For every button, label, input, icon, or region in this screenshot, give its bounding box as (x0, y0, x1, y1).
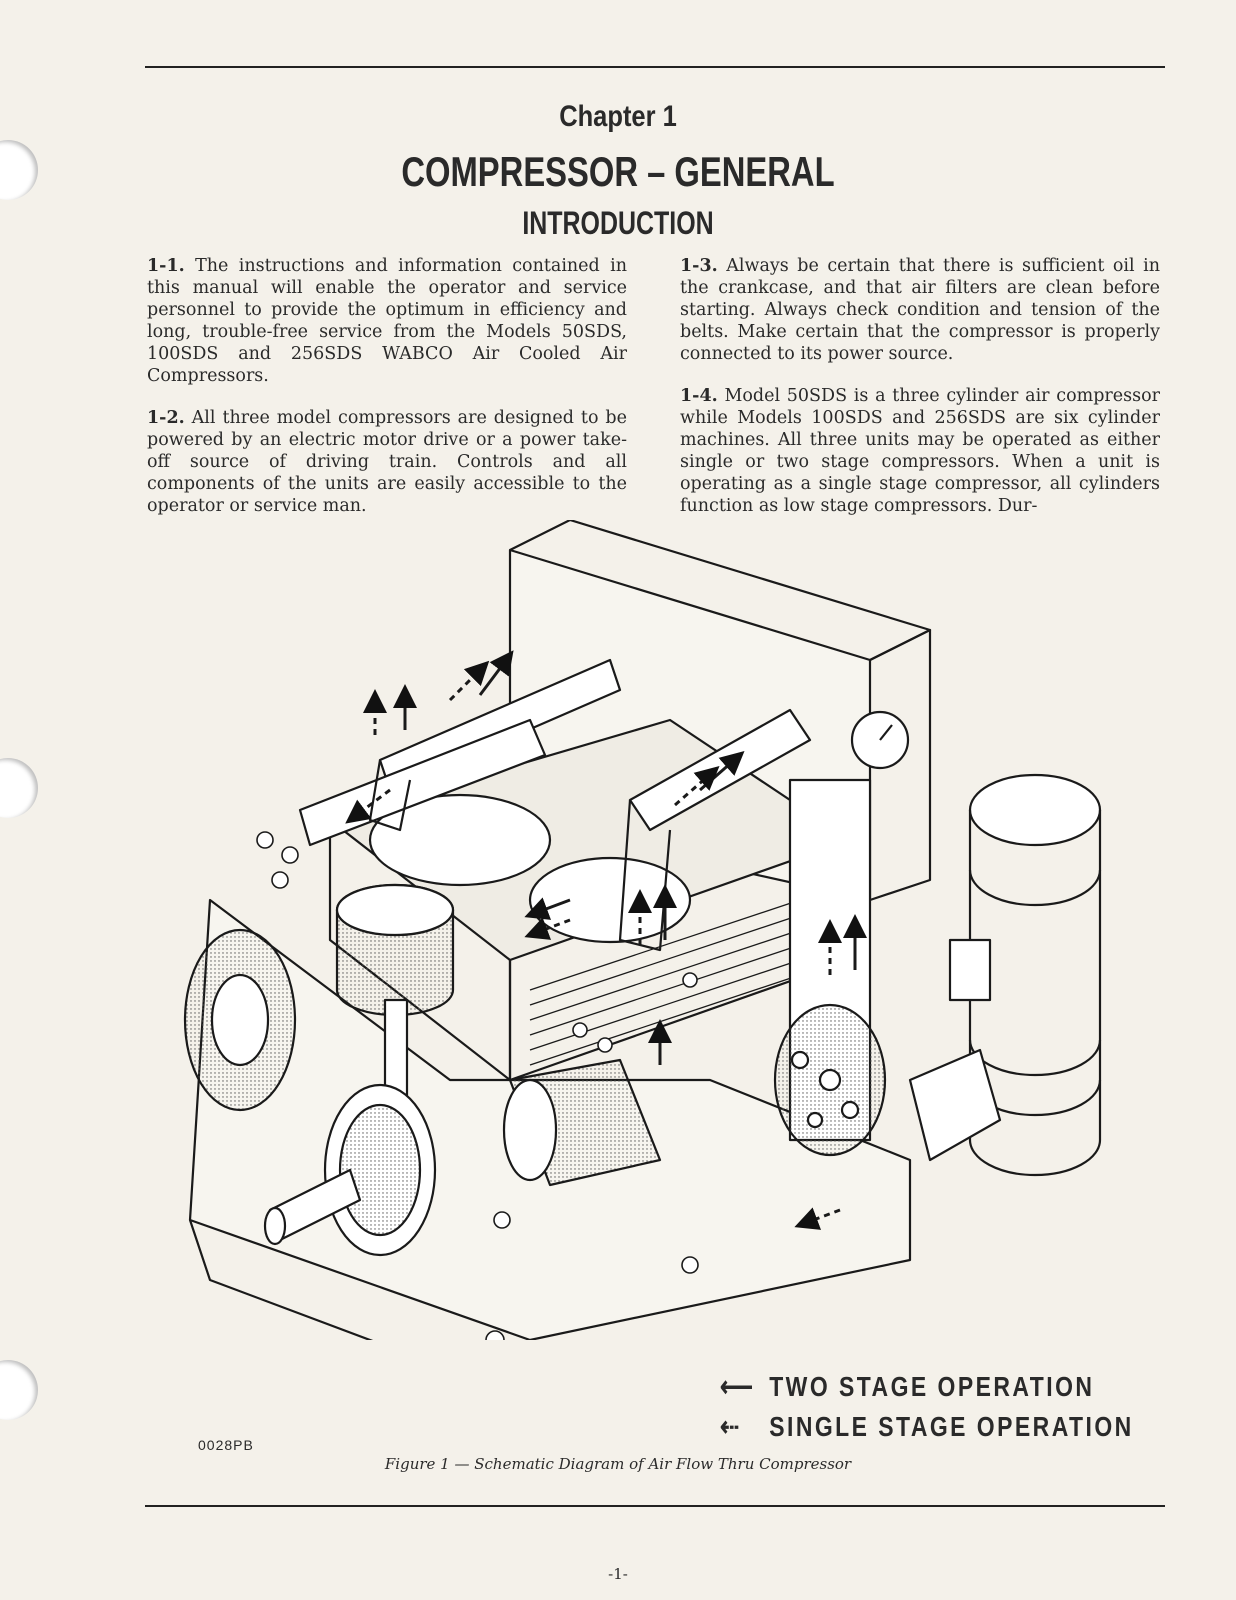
dashed-arrow-icon: ⇠ (720, 1411, 740, 1442)
punch-hole-middle (0, 758, 38, 818)
figure-caption: Figure 1 — Schematic Diagram of Air Flow… (384, 1455, 852, 1473)
legend-two-stage: ⟵TWO STAGE OPERATION (720, 1371, 1095, 1402)
punch-hole-top (0, 140, 38, 200)
chapter-label: Chapter 1 (559, 100, 677, 133)
page-number: -1- (608, 1565, 628, 1583)
punch-hole-bottom (0, 1360, 38, 1420)
paragraph-1-1: 1-1. The instructions and information co… (147, 256, 627, 386)
paragraph-1-2: 1-2. All three model compressors are des… (147, 408, 627, 516)
section-title: INTRODUCTION (522, 205, 714, 241)
left-column: 1-1. The instructions and information co… (147, 255, 627, 537)
legend-single-stage: ⇠SINGLE STAGE OPERATION (720, 1411, 1134, 1442)
solid-arrow-icon: ⟵ (720, 1371, 753, 1402)
paragraph-1-3: 1-3. Always be certain that there is suf… (680, 256, 1160, 364)
right-column: 1-3. Always be certain that there is suf… (680, 255, 1160, 537)
page-title: COMPRESSOR – GENERAL (401, 148, 835, 195)
compressor-illustration (183, 520, 1102, 1340)
bottom-rule (145, 1505, 1165, 1507)
paragraph-1-4: 1-4. Model 50SDS is a three cylinder air… (680, 386, 1160, 516)
top-rule (145, 66, 1165, 68)
figure-code: 0028PB (198, 1437, 254, 1453)
